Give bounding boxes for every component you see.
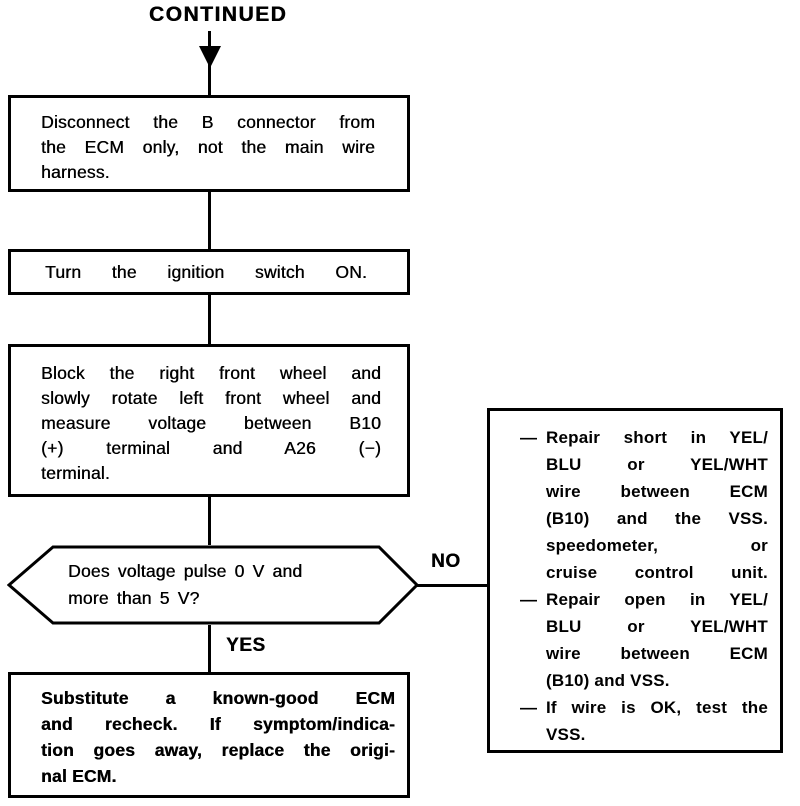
down-arrow-icon [199,46,221,68]
connector-yes-branch [208,625,211,672]
text-line: speedometer, or [546,536,768,555]
text-line: (+) terminal and A26 (−) [41,438,381,458]
bullet-marker: — [520,698,538,717]
text-line: Substitute a known-good ECM [41,688,395,708]
decision-hexagon [7,545,419,625]
text-line: Repair short in YEL/ [546,428,768,447]
text-line: more than 5 V? [68,588,200,608]
text-line: (B10) and VSS. [546,671,670,690]
text-line: If wire is OK, test the [546,698,768,717]
bullet-text: If wire is OK, test the VSS. [546,694,768,748]
text-line: BLU or YEL/WHT [546,617,768,636]
bullet-item: — Repair short in YEL/ BLU or YEL/WHT wi… [520,424,768,586]
text-line: Block the right front wheel and [41,363,381,383]
bullet-item: — If wire is OK, test the VSS. [520,694,768,748]
text-line: wire between ECM [546,644,768,663]
text-line: Turn the ignition switch ON. [45,262,367,282]
connector-block-to-decision [208,497,211,545]
bullet-text: Repair open in YEL/ BLU or YEL/WHT wire … [546,586,768,694]
connector-no-branch [417,584,487,587]
text-line: harness. [41,162,110,182]
text-line: Disconnect the B connector from [41,112,375,132]
text-line: VSS. [546,725,586,744]
process-box-ignition: Turn the ignition switch ON. [8,249,410,295]
text-line: (B10) and the VSS. [546,509,768,528]
text-line: terminal. [41,463,110,483]
decision-voltage-pulse: Does voltage pulse 0 V and more than 5 V… [68,558,368,612]
no-label: NO [431,551,461,572]
text-line: tion goes away, replace the origi- [41,740,395,760]
process-box-disconnect: Disconnect the B connector from the ECM … [8,95,410,192]
text-line: Does voltage pulse 0 V and [68,561,303,581]
continued-label: CONTINUED [148,3,288,26]
text-line: and recheck. If symptom/indica- [41,714,395,734]
text-line: BLU or YEL/WHT [546,455,768,474]
text-line: Repair open in YEL/ [546,590,768,609]
text-line: the ECM only, not the main wire [41,137,375,157]
bullet-marker: — [520,428,538,447]
process-box-block-wheel: Block the right front wheel and slowly r… [8,344,410,497]
bullet-marker: — [520,590,538,609]
text-line: slowly rotate left front wheel and [41,388,381,408]
text-line: measure voltage between B10 [41,413,381,433]
connector-disconnect-to-ignition [208,192,211,249]
action-box-repair: — Repair short in YEL/ BLU or YEL/WHT wi… [487,408,783,753]
text-line: wire between ECM [546,482,768,501]
text-line: nal ECM. [41,766,117,786]
connector-ignition-to-block [208,295,211,344]
yes-label: YES [226,635,266,656]
bullet-text: Repair short in YEL/ BLU or YEL/WHT wire… [546,424,768,586]
process-box-substitute-ecm: Substitute a known-good ECM and recheck.… [8,672,410,798]
bullet-item: — Repair open in YEL/ BLU or YEL/WHT wir… [520,586,768,694]
text-line: cruise control unit. [546,563,768,582]
